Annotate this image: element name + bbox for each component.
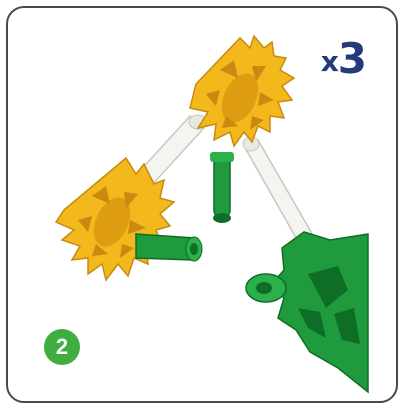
yellow-connector-top [190,36,294,146]
green-connector-bottom [246,232,368,392]
quantity-prefix: x [321,45,338,78]
instruction-card: x3 2 [6,6,398,403]
quantity-value: 3 [338,34,366,83]
green-pin-top [210,152,234,223]
step-number-badge: 2 [44,329,80,365]
quantity-label: x3 [321,34,366,83]
green-pin-left [136,234,202,261]
